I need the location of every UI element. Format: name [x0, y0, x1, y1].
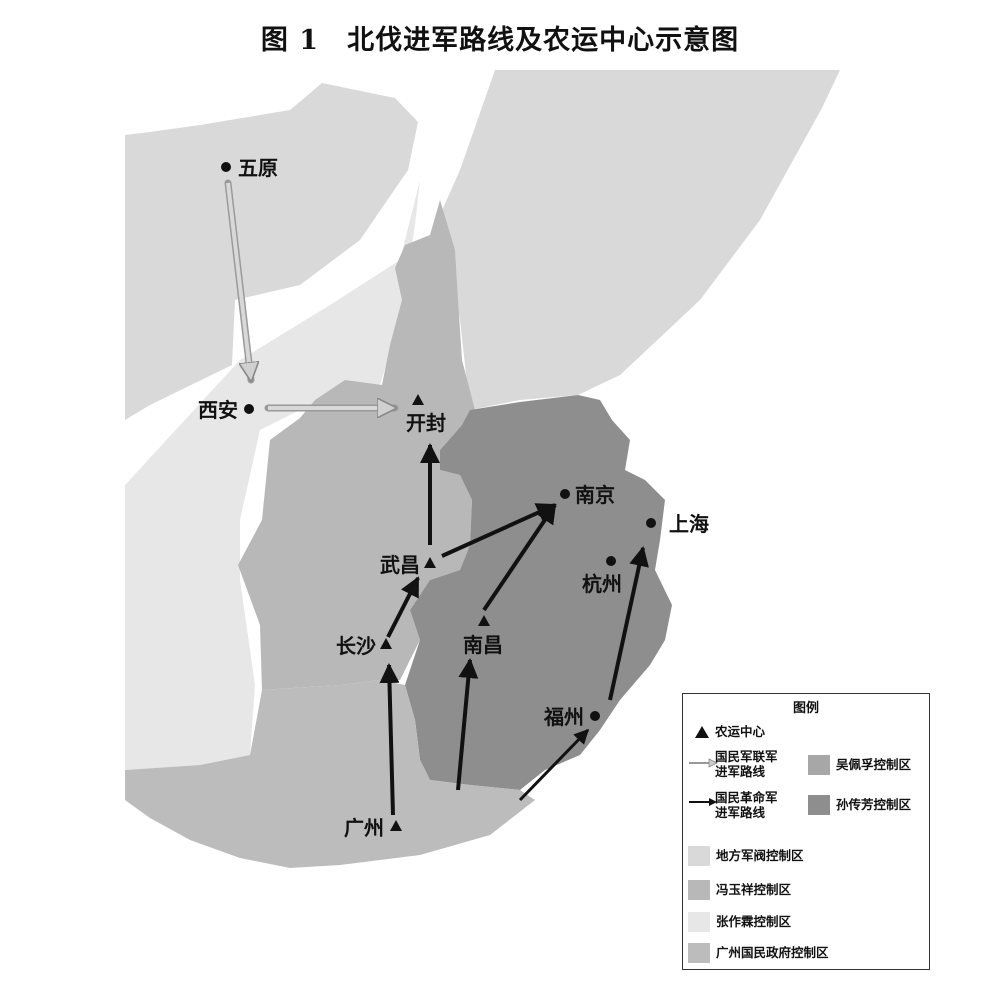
legend-swatch-wu-peifu [808, 755, 830, 775]
city-dot-icon [590, 711, 600, 721]
legend-zhang-zuolin: 张作霖控制区 [716, 914, 792, 929]
legend-feng-yuxiang: 冯玉祥控制区 [716, 882, 792, 897]
guangzhou-government-region [125, 680, 535, 868]
legend-local-warlords: 地方军阀控制区 [716, 848, 804, 863]
route-wuyuan-xian-inner [226, 182, 251, 380]
city-label: 广州 [344, 816, 384, 840]
gray-arrow-icon [689, 758, 718, 768]
legend: 图例 农运中心 国民军联军 进军路线 吴佩孚控制区 国民革命军 进军路线 孙传芳… [682, 693, 930, 970]
route-fuzhou-shanghai [608, 546, 649, 701]
legend-nra-line1: 国民革命军 [715, 790, 778, 805]
zhang-zuolin-region [125, 180, 420, 770]
city-label: 南昌 [463, 633, 503, 657]
triangle-icon [478, 615, 490, 626]
sun-chuanfang-region [405, 395, 672, 790]
city-dot-icon [244, 404, 254, 414]
city-label: 福州 [543, 705, 584, 729]
triangle-icon [380, 638, 392, 649]
legend-peasant-center: 农运中心 [715, 724, 766, 739]
triangle-icon [412, 394, 424, 405]
city-dot-icon [646, 518, 656, 528]
legend-swatch-sun-chuanfang [808, 795, 830, 815]
feng-yuxiang-region [238, 200, 475, 690]
legend-swatch-feng-yuxiang [688, 880, 710, 900]
route-guangdong-nanchang [456, 658, 479, 791]
city-dot-icon [221, 162, 231, 172]
north-warlords-region [440, 70, 840, 410]
legend-title: 图例 [792, 701, 819, 716]
city-label: 长沙 [336, 634, 376, 658]
page-title: 图 1 北伐进军路线及农运中心示意图 [260, 25, 740, 56]
legend-guominjun-line2: 进军路线 [715, 764, 766, 779]
route-guangdong-fuzhou [518, 728, 590, 802]
local-warlords-region [125, 83, 418, 420]
city-dot-icon [606, 556, 616, 566]
route-changsha-wuchang [386, 576, 420, 638]
black-arrow-icon [689, 798, 717, 806]
triangle-icon [390, 820, 402, 831]
route-wuchang-nanjing [441, 503, 557, 558]
triangle-icon [695, 726, 709, 738]
city-label: 南京 [575, 483, 615, 507]
legend-wu-peifu: 吴佩孚控制区 [836, 757, 912, 772]
legend-guangzhou: 广州国民政府控制区 [716, 945, 829, 960]
legend-sun-chuanfang: 孙传芳控制区 [836, 797, 912, 812]
city-label: 开封 [406, 411, 446, 435]
legend-swatch-local-warlords [688, 846, 710, 866]
route-nanchang-nanjing [482, 503, 557, 612]
city-label: 武昌 [380, 553, 420, 577]
legend-nra-line2: 进军路线 [715, 805, 766, 820]
city-label: 杭州 [582, 572, 622, 596]
legend-guominjun-line1: 国民军联军 [715, 749, 778, 764]
triangle-icon [424, 557, 436, 568]
legend-swatch-zhang-zuolin [688, 912, 710, 932]
city-dot-icon [560, 489, 570, 499]
city-label: 上海 [669, 512, 709, 536]
route-guangzhou-changsha [379, 663, 400, 816]
city-label: 西安 [198, 398, 238, 422]
city-label: 五原 [238, 156, 278, 180]
legend-swatch-guangzhou [688, 943, 710, 963]
